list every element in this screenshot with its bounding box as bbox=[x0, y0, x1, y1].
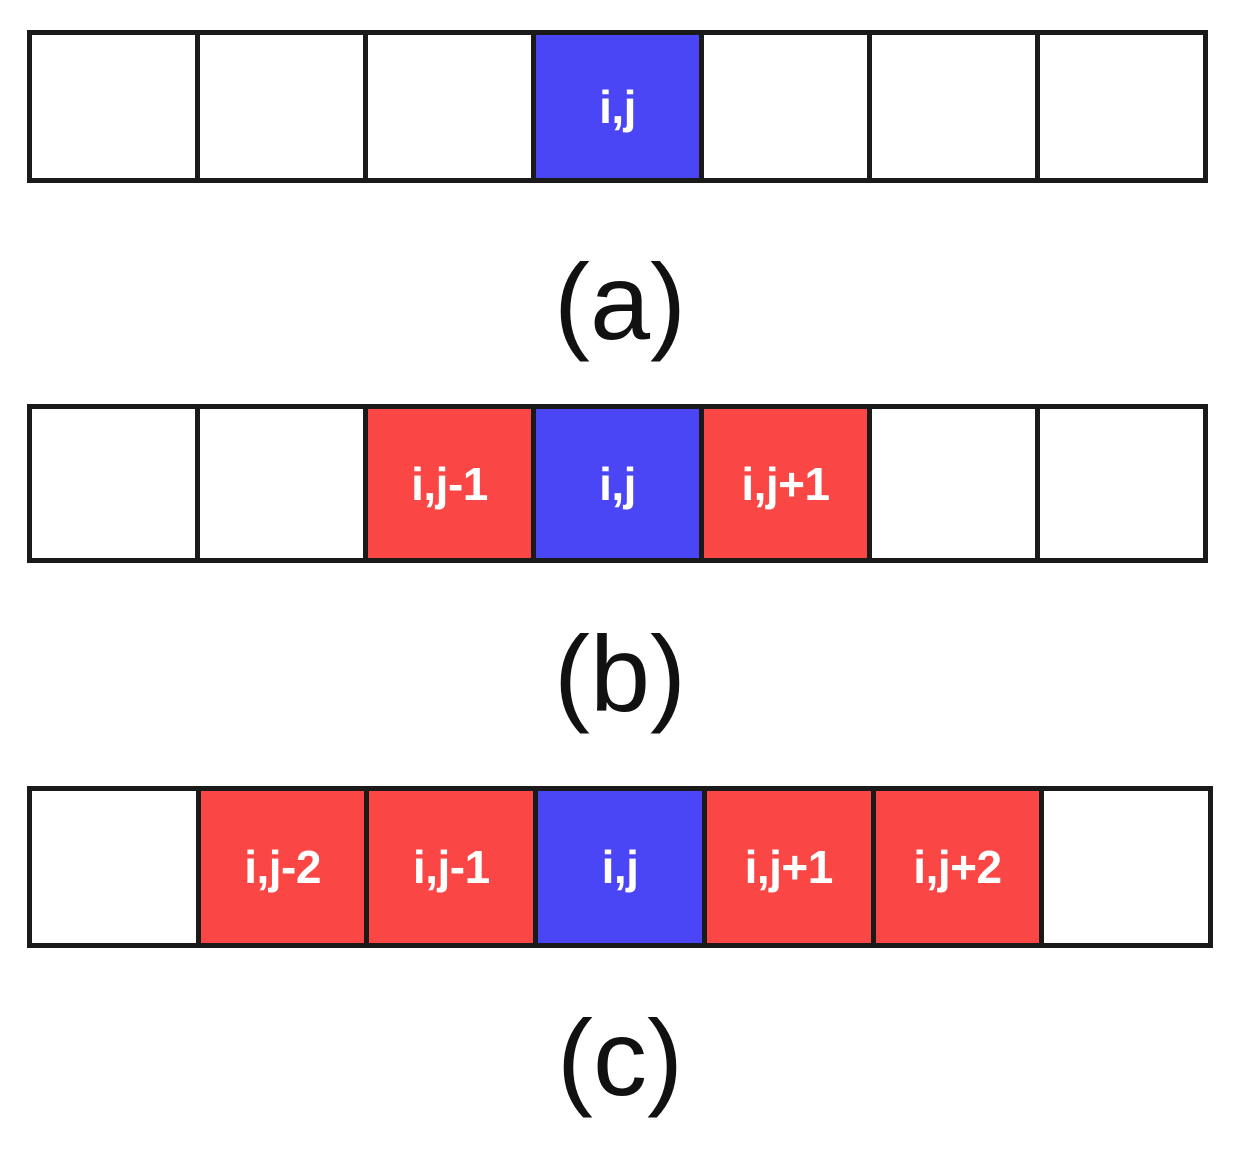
grid-cell[interactable] bbox=[32, 35, 200, 178]
grid-cell[interactable] bbox=[872, 409, 1040, 558]
panel-caption-b: (b) bbox=[554, 613, 686, 734]
cell-label: i,j+2 bbox=[913, 841, 1002, 893]
grid-cell[interactable] bbox=[200, 35, 368, 178]
grid-cell-center[interactable]: i,j bbox=[536, 409, 704, 558]
cell-label: i,j+1 bbox=[744, 841, 834, 893]
cell-label: i,j-2 bbox=[244, 841, 321, 893]
cell-label: i,j bbox=[601, 841, 639, 893]
grid-cell-neighbor[interactable]: i,j-1 bbox=[368, 409, 536, 558]
grid-cell-neighbor[interactable]: i,j+1 bbox=[706, 791, 876, 943]
stencil-row-b: i,j-1 i,j i,j+1 bbox=[27, 404, 1208, 563]
grid-cell[interactable] bbox=[32, 409, 200, 558]
cell-label: i,j bbox=[599, 80, 636, 133]
cell-label: i,j-1 bbox=[412, 841, 490, 893]
grid-cell[interactable] bbox=[872, 35, 1040, 178]
grid-cell[interactable] bbox=[1044, 791, 1209, 943]
stencil-row-a: i,j bbox=[27, 30, 1208, 183]
grid-cell-neighbor[interactable]: i,j-2 bbox=[200, 791, 370, 943]
grid-cell-neighbor[interactable]: i,j-1 bbox=[369, 791, 539, 943]
grid-cell[interactable] bbox=[368, 35, 536, 178]
panel-caption-a: (a) bbox=[554, 241, 686, 362]
cell-label: i,j+1 bbox=[741, 457, 830, 510]
grid-cell[interactable] bbox=[704, 35, 872, 178]
stencil-row-c: i,j-2 i,j-1 i,j i,j+1 i,j+2 bbox=[27, 786, 1213, 948]
grid-cell-neighbor[interactable]: i,j+1 bbox=[704, 409, 872, 558]
grid-cell[interactable] bbox=[32, 791, 201, 943]
grid-cell-center[interactable]: i,j bbox=[536, 35, 704, 178]
grid-cell[interactable] bbox=[1040, 409, 1203, 558]
cell-label: i,j-1 bbox=[411, 457, 488, 510]
grid-cell[interactable] bbox=[200, 409, 368, 558]
grid-cell[interactable] bbox=[1040, 35, 1203, 178]
panel-caption-c: (c) bbox=[557, 997, 683, 1118]
grid-cell-neighbor[interactable]: i,j+2 bbox=[875, 791, 1045, 943]
grid-cell-center[interactable]: i,j bbox=[538, 791, 707, 943]
cell-label: i,j bbox=[599, 457, 636, 510]
